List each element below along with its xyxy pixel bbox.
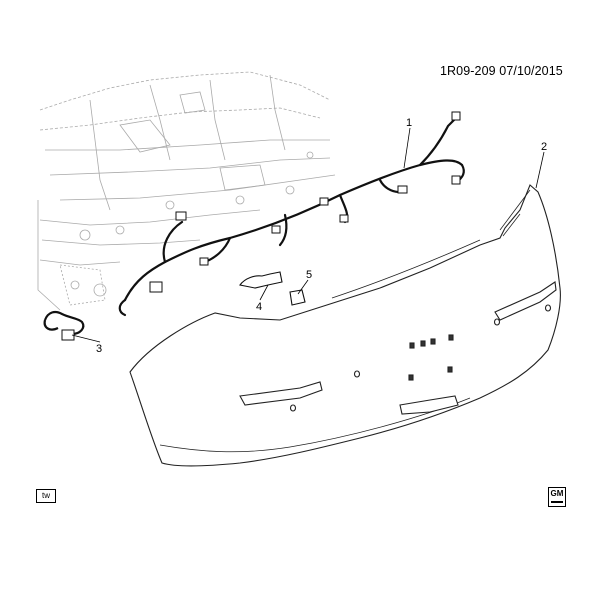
gm-logo-underline — [551, 501, 563, 503]
rear-bumper-fascia — [129, 184, 561, 467]
callout-1: 1 — [406, 117, 412, 129]
callout-5: 5 — [306, 269, 312, 281]
tw-badge: tw — [36, 489, 56, 503]
callout-leaders — [71, 127, 545, 343]
callout-labels: 1 2 3 4 5 — [96, 117, 547, 355]
callout-3: 3 — [96, 343, 102, 355]
sensor-bracket — [239, 271, 306, 306]
diagram-reference: 1R09-209 07/10/2015 — [440, 64, 563, 78]
parking-sensor-harness — [43, 310, 85, 341]
harness-connectors — [149, 111, 461, 293]
gm-logo-icon: GM — [548, 487, 566, 507]
callout-2: 2 — [541, 141, 547, 153]
callout-4: 4 — [256, 301, 262, 313]
gm-logo-text: GM — [550, 489, 564, 498]
vehicle-body-structure — [37, 71, 336, 311]
